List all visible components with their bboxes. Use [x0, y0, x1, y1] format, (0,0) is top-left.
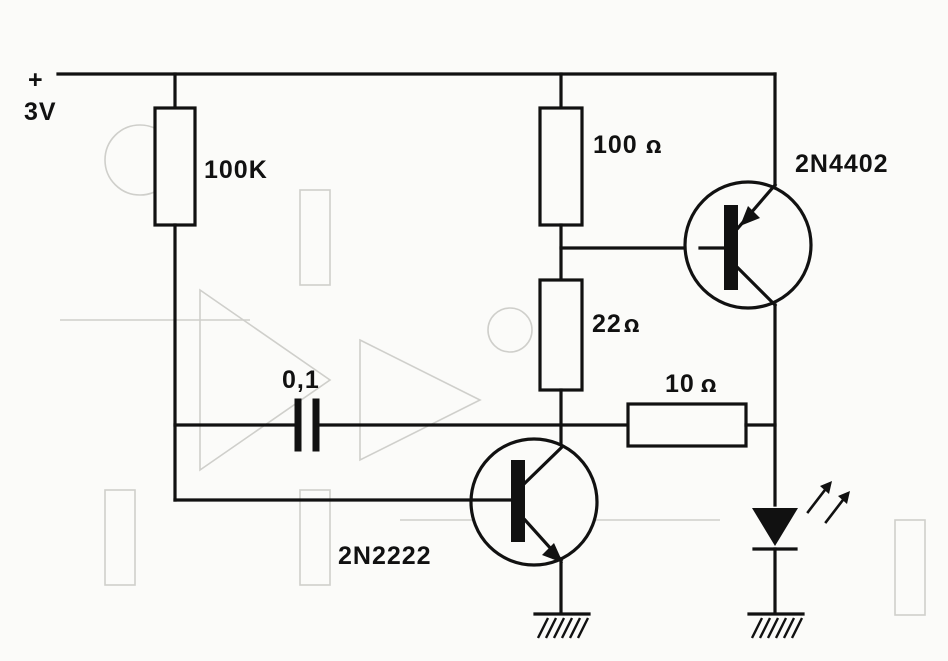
resistor-22-ohm-value: 22 — [592, 310, 622, 338]
led-light-ray-1-head — [820, 481, 832, 494]
transistor-2n4402-collector — [735, 265, 778, 308]
supply-plus-label: + — [28, 66, 44, 94]
transistor-2n4402-label: 2N4402 — [795, 150, 889, 178]
resistor-10-ohm-value: 10 — [665, 370, 695, 398]
resistor-100-ohm — [538, 106, 584, 227]
resistor-100k-label: 100K — [204, 156, 268, 184]
resistor-22-ohm — [538, 278, 584, 392]
transistor-2n2222-collector — [522, 445, 564, 486]
transistor-2n2222 — [469, 437, 599, 567]
led-light-ray-2-head — [838, 491, 850, 504]
ground-symbol-right — [747, 612, 805, 639]
led-triangle — [752, 508, 798, 546]
led-light-ray-1 — [806, 484, 830, 514]
resistor-22-ohm-unit: Ω — [624, 316, 639, 337]
resistor-10-ohm — [626, 402, 748, 448]
capacitor-label: 0,1 — [282, 366, 320, 394]
transistor-2n2222-label: 2N2222 — [338, 542, 432, 570]
ground-symbol-left — [533, 612, 591, 640]
transistor-2n2222-body — [469, 437, 599, 567]
resistor-100-ohm-value: 100 — [593, 131, 638, 159]
transistor-2n2222-emitter-arrow — [542, 543, 563, 563]
transistor-2n4402-body — [683, 180, 813, 310]
transistor-2n4402-emitter-arrow — [740, 206, 760, 226]
transistor-2n4402-base-bar — [724, 205, 738, 290]
transistor-2n2222-base-bar — [511, 460, 525, 542]
resistor-10-ohm-unit: Ω — [701, 376, 716, 397]
resistor-100k — [153, 106, 197, 227]
supply-voltage-label: 3V — [24, 98, 57, 126]
led — [752, 481, 850, 551]
resistor-100-ohm-unit: Ω — [646, 137, 661, 158]
led-light-ray-2 — [824, 494, 848, 524]
transistor-2n4402 — [683, 180, 813, 310]
